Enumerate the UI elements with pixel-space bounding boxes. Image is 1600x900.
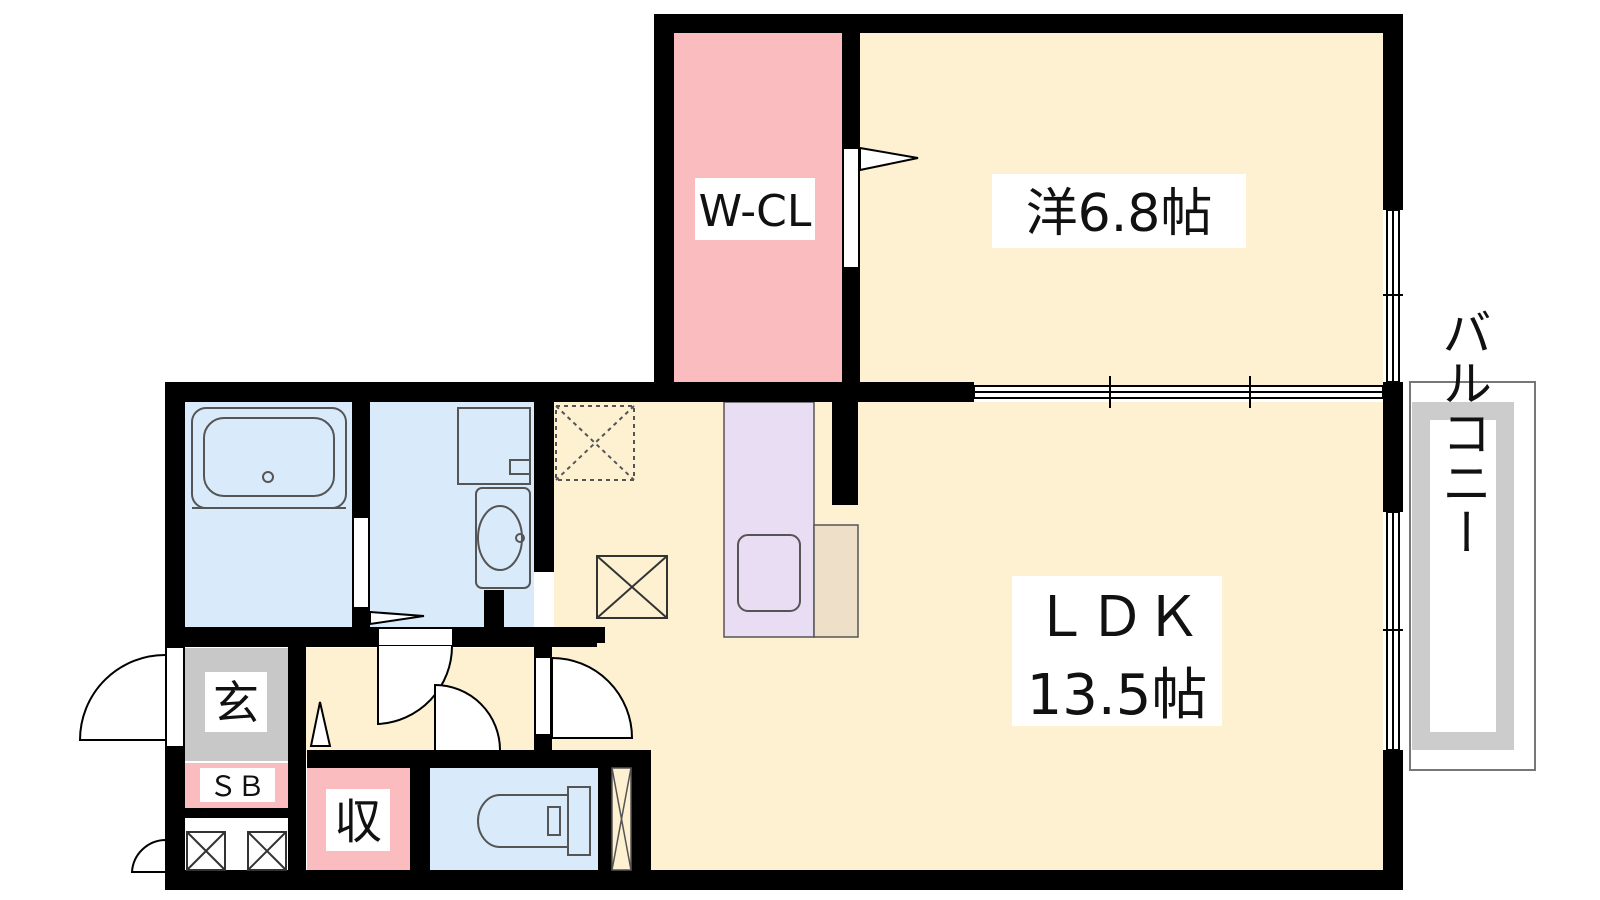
bathroom-floor (185, 402, 352, 627)
western-label-bg (992, 174, 1246, 248)
storage-label-bg (326, 789, 390, 851)
washbasin-icon (457, 407, 531, 589)
balcony-label: バルコニー (1434, 307, 1492, 557)
ldk-label-bg (1012, 576, 1222, 726)
meter-box-icon (186, 831, 287, 871)
shoebox-label: ＳＢ (209, 770, 265, 803)
ldk-floor (554, 402, 1383, 875)
bathtub-icon (191, 407, 347, 509)
pipe-space-icon (611, 767, 632, 871)
window-mullions (974, 210, 1403, 750)
toilet-room-floor (430, 768, 598, 875)
entrance-label: 玄 (213, 676, 259, 730)
ceiling-vent-icon (596, 555, 668, 619)
wcl-label-bg (695, 178, 815, 240)
sink-icon (737, 534, 801, 612)
side-counter (813, 524, 859, 638)
storage-label: 収 (334, 794, 382, 850)
doors (78, 146, 919, 873)
washroom-floor (370, 402, 534, 627)
entrance-label-bg (205, 672, 267, 732)
balcony-inner (1430, 420, 1496, 732)
walls (165, 14, 1403, 890)
wcl-label: W-CL (699, 186, 812, 237)
ldk-label: ＬＤＫ (1033, 585, 1201, 650)
ldk-size-label: 13.5帖 (1027, 663, 1208, 728)
washing-machine-space-icon (555, 405, 635, 481)
shoebox-label-bg (200, 768, 275, 802)
toilet-icon (477, 786, 591, 856)
western-room-label: 洋6.8帖 (1026, 184, 1213, 244)
